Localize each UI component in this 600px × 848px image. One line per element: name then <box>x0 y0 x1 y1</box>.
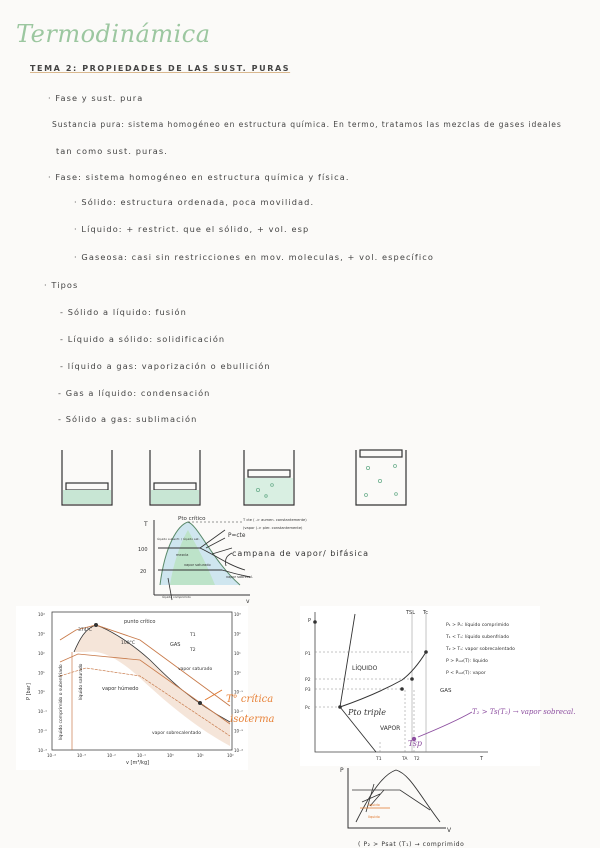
note-line: - líquido a gas: vaporización o ebullici… <box>60 361 271 371</box>
left-vapor-saturado: vapor saturado <box>178 666 212 672</box>
right-y-tick: 10² <box>234 631 241 636</box>
left-y-tick: 10³ <box>38 631 45 636</box>
sketch-campana: campana de vapor/ bifásica <box>232 549 369 558</box>
right-y-tick: 10¹ <box>234 651 241 656</box>
right-y-tick: 10⁻¹ <box>234 690 243 695</box>
left-x-tick: 10⁻² <box>107 753 116 758</box>
note-line: · Tipos <box>44 280 79 290</box>
left-x-tick: 10⁰ <box>167 753 174 758</box>
right-vapor: VAPOR <box>380 725 400 732</box>
note-line: · Fase y sust. pura <box>48 93 144 103</box>
left-vapor-sobre: vapor sobrecalentado <box>152 730 201 736</box>
left-punto-critico: punto crítico <box>124 618 155 625</box>
right-legend-3: P > Pₛₐₜ(T): líquido <box>446 657 488 664</box>
right-p1: P1 <box>305 651 311 657</box>
note-line: - Sólido a líquido: fusión <box>60 307 187 317</box>
sketch-bottom: líquido comprimido <box>162 595 191 599</box>
left-x-tick: 10⁻¹ <box>137 753 146 758</box>
left-region: líquido comprimido o subenfriado <box>57 664 64 740</box>
right-legend-2: T₂ > Tₛ: vapor sobrecalentado <box>445 646 515 652</box>
bottom-axis-p: P <box>340 767 344 774</box>
sketch-mixture: mezcla <box>176 553 188 557</box>
sketch-vapor-sob: vapor sobrecal. <box>226 575 253 579</box>
right-legend-0: P₁ > Pₛ: líquido comprimido <box>446 621 509 628</box>
right-y-tick: 10⁻² <box>234 709 243 714</box>
left-y-tick: 10⁻² <box>38 729 47 734</box>
sketch-note1: T cte ( -> aumen. constantemente) <box>242 518 307 522</box>
left-vapor-humedo: vapor húmedo <box>102 685 138 692</box>
left-y-tick: 10⁻³ <box>38 748 47 753</box>
note-line: - Líquido a sólido: solidificación <box>60 334 226 344</box>
right-legend-1: T₁ < Tₛ: líquido subenfriado <box>445 633 509 640</box>
note-line: · Sólido: estructura ordenada, poca movi… <box>74 197 315 207</box>
right-y-tick: 10⁰ <box>234 670 241 675</box>
left-y-tick: 10⁻¹ <box>38 709 47 714</box>
note-line: · Fase: sistema homogéneo en estructura … <box>48 172 350 182</box>
note-line: - Gas a líquido: condensación <box>58 388 211 398</box>
right-legend-4: P < Pₛₐₜ(T): vapor <box>446 670 486 676</box>
right-gas: GAS <box>440 688 452 694</box>
note-line: · Gaseosa: casi sin restricciones en mov… <box>74 252 434 262</box>
sketch-axis-v: v <box>246 598 250 605</box>
sketch-t100: 100 <box>138 547 148 553</box>
left-y-title: P [bar] <box>26 683 32 700</box>
right-pc: Pc <box>305 705 311 711</box>
right-tsp: Tsp <box>408 739 422 748</box>
note-line: - Sólido a gas: sublimación <box>58 414 198 424</box>
bottom-label2: líquido <box>368 815 380 819</box>
right-t-axis: T <box>479 756 484 762</box>
right-liquido: LÍQUIDO <box>352 665 378 672</box>
right-y-tick: 10⁻³ <box>234 729 243 734</box>
section-heading: TEMA 2: PROPIEDADES DE LAS SUST. PURAS <box>30 64 291 73</box>
left-x-title: v [m³/kg] <box>126 760 149 766</box>
left-region-sat: líquido saturado <box>77 663 84 700</box>
sketch-t20: 20 <box>140 569 146 575</box>
note-line: Sustancia pura: sistema homogéneo en est… <box>52 120 562 129</box>
left-x-tick: 10⁻⁴ <box>47 753 56 758</box>
bottom-label: líquido <box>368 803 380 807</box>
sketch-left-region: líquido subenfr. / líquido sat. <box>157 537 200 541</box>
left-x-tick: 10⁻³ <box>77 753 86 758</box>
right-pto-triple: Pto triple <box>347 708 386 717</box>
right-p-axis: P <box>308 618 311 624</box>
left-temp2: 100°C <box>121 640 135 646</box>
left-y-tick: 10² <box>38 651 45 656</box>
note-line: tan como sust. puras. <box>56 146 168 156</box>
left-critica-label: T° crítica <box>226 694 273 705</box>
right-tp3: TA <box>401 756 408 762</box>
left-y-tick: 10⁴ <box>38 612 45 617</box>
sketch-peak: Pto crítico <box>178 515 206 522</box>
right-tp1: T1 <box>375 756 382 762</box>
left-y-tick: 10⁰ <box>38 690 45 695</box>
left-gas: GAS <box>170 642 180 648</box>
sketch-note2: (vapor (-> pier. constantemente) <box>243 526 303 530</box>
right-note: T₂ > Ts(T₂) → vapor sobrecal. <box>472 708 576 716</box>
right-p3: P3 <box>305 687 311 693</box>
left-t1: T1 <box>189 632 196 638</box>
right-tc: Tc <box>422 610 428 616</box>
left-t2: T2 <box>189 647 196 653</box>
left-isoterma-label: isoterma <box>230 714 275 725</box>
right-tsl: TSL <box>405 610 415 616</box>
left-x-tick: 10² <box>227 753 234 758</box>
sketch-axis-t: T <box>143 521 148 528</box>
sketch-p-label: P=cte <box>228 533 246 539</box>
left-x-tick: 10¹ <box>197 753 204 758</box>
bottom-caption: ( P₂ > Psat (T₁) → comprimido <box>358 841 464 848</box>
right-y-tick: 10⁻⁴ <box>234 748 243 753</box>
left-y-tick: 10¹ <box>38 670 45 675</box>
sketch-vapor-sat: vapor saturado <box>184 563 211 567</box>
right-p2: P2 <box>305 677 311 683</box>
bottom-axis-v: V <box>447 827 452 834</box>
note-line: · Líquido: + restrict. que el sólido, + … <box>74 224 310 234</box>
right-y-tick: 10³ <box>234 612 241 617</box>
right-tp2: T2 <box>413 756 420 762</box>
page-title: Termodinámica <box>16 20 211 48</box>
left-temp1: 374°C <box>78 627 92 633</box>
